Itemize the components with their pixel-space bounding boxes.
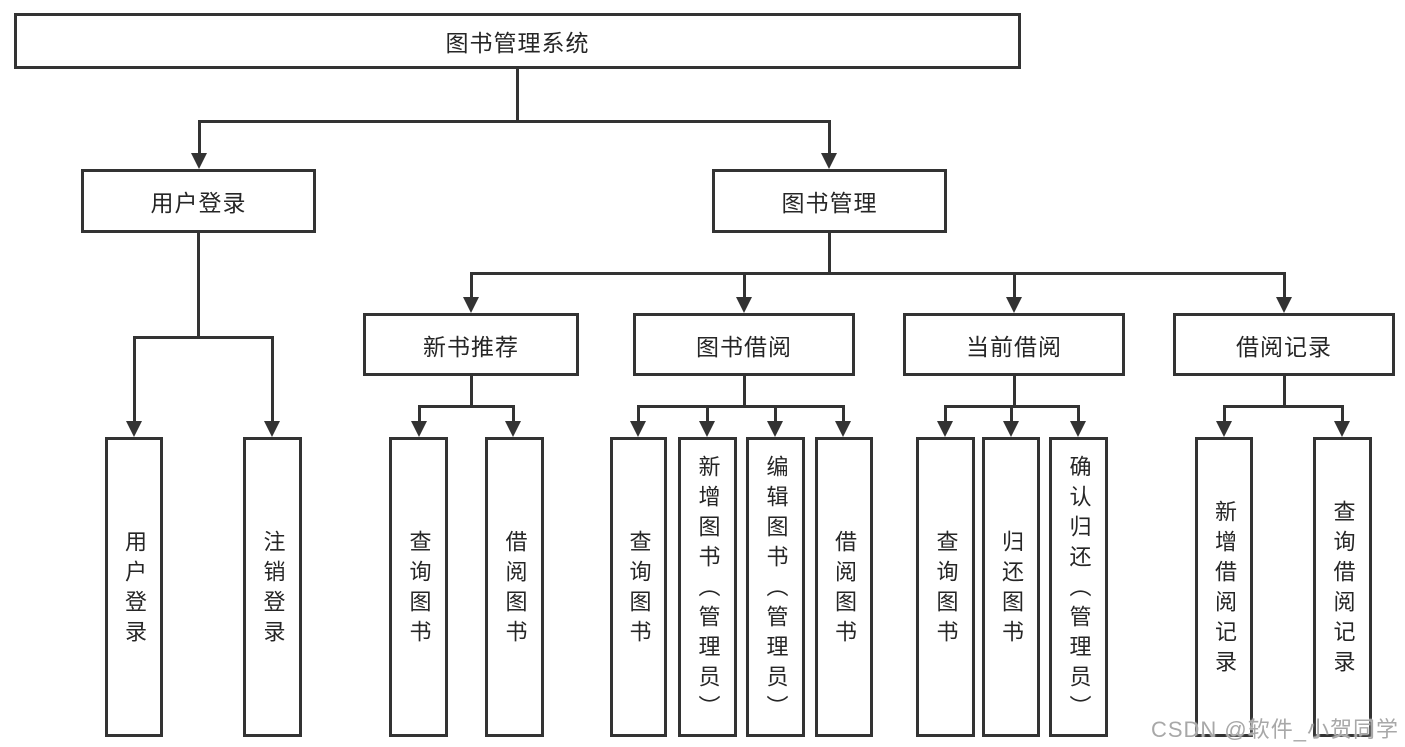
connector-group-stem — [1013, 376, 1016, 408]
connector-drop-leaf — [1223, 405, 1226, 423]
connector-group-stem — [1283, 376, 1286, 408]
arrow-down-icon — [1334, 421, 1350, 437]
node-current-borrow-label: 当前借阅 — [966, 333, 1062, 360]
leaf-label: 查询图书 — [406, 530, 432, 650]
arrow-down-icon — [835, 421, 851, 437]
leaf-label: 注销登录 — [260, 530, 286, 650]
connector-group-branch — [418, 405, 515, 408]
connector-group-branch — [637, 405, 845, 408]
node-borrow-records: 借阅记录 — [1173, 313, 1395, 376]
node-new-book-recommend: 新书推荐 — [363, 313, 579, 376]
connector-drop-leaf — [1010, 405, 1013, 423]
leaf-label: 编辑图书（管理员） — [763, 455, 789, 725]
connector-root-branch — [198, 120, 831, 123]
arrow-down-icon — [699, 421, 715, 437]
connector-drop-leaf — [706, 405, 709, 423]
connector-drop-leaf — [774, 405, 777, 423]
arrow-down-icon — [1070, 421, 1086, 437]
arrow-down-icon — [767, 421, 783, 437]
connector-drop-level3 — [743, 272, 746, 299]
leaf-label: 查询图书 — [626, 530, 652, 650]
leaf-label: 借阅图书 — [832, 530, 857, 650]
connector-drop-leaf — [133, 336, 136, 423]
connector-book-management-stem — [828, 233, 831, 275]
node-book-borrow-label: 图书借阅 — [696, 333, 792, 360]
connector-group-stem — [743, 376, 746, 408]
node-root: 图书管理系统 — [14, 13, 1021, 69]
connector-drop-leaf — [1341, 405, 1344, 423]
node-user-login: 用户登录 — [81, 169, 316, 233]
leaf-confirm-return-admin: 确认归还（管理员） — [1049, 437, 1108, 737]
leaf-user-login: 用户登录 — [105, 437, 163, 737]
leaf-add-borrow-record: 新增借阅记录 — [1195, 437, 1253, 737]
arrow-down-icon — [505, 421, 521, 437]
arrow-down-icon — [463, 297, 479, 313]
leaf-logout-login: 注销登录 — [243, 437, 302, 737]
leaf-query-books-recommend: 查询图书 — [389, 437, 448, 737]
connector-group-branch — [1223, 405, 1344, 408]
leaf-label: 确认归还（管理员） — [1066, 455, 1092, 725]
node-user-login-label: 用户登录 — [150, 190, 247, 216]
node-book-management: 图书管理 — [712, 169, 947, 233]
arrow-down-icon — [191, 153, 207, 169]
leaf-query-borrow-record: 查询借阅记录 — [1313, 437, 1372, 737]
leaf-query-books-borrow: 查询图书 — [610, 437, 667, 737]
leaf-label: 新增借阅记录 — [1212, 500, 1237, 680]
arrow-down-icon — [630, 421, 646, 437]
leaf-label: 借阅图书 — [502, 530, 528, 650]
arrow-down-icon — [1216, 421, 1232, 437]
arrow-down-icon — [411, 421, 427, 437]
connector-user-login-branch — [133, 336, 274, 339]
leaf-label: 用户登录 — [122, 530, 147, 650]
connector-group-stem — [470, 376, 473, 408]
arrow-down-icon — [821, 153, 837, 169]
connector-drop-leaf — [512, 405, 515, 423]
arrow-down-icon — [264, 421, 280, 437]
connector-drop-leaf — [944, 405, 947, 423]
leaf-label: 查询借阅记录 — [1330, 500, 1356, 680]
connector-drop-user-login — [198, 120, 201, 155]
arrow-down-icon — [1006, 297, 1022, 313]
leaf-add-books-admin: 新增图书（管理员） — [678, 437, 737, 737]
connector-root-stem — [516, 68, 519, 123]
node-borrow-records-label: 借阅记录 — [1236, 333, 1332, 360]
connector-drop-level3 — [1013, 272, 1016, 299]
connector-drop-leaf — [842, 405, 845, 423]
node-root-label: 图书管理系统 — [445, 30, 590, 56]
connector-drop-leaf — [1077, 405, 1080, 423]
leaf-return-books: 归还图书 — [982, 437, 1040, 737]
leaf-borrow-books: 借阅图书 — [815, 437, 873, 737]
arrow-down-icon — [126, 421, 142, 437]
arrow-down-icon — [736, 297, 752, 313]
arrow-down-icon — [937, 421, 953, 437]
arrow-down-icon — [1003, 421, 1019, 437]
connector-drop-level3 — [470, 272, 473, 299]
connector-drop-level3 — [1283, 272, 1286, 299]
connector-drop-leaf — [637, 405, 640, 423]
leaf-label: 查询图书 — [933, 530, 959, 650]
node-book-borrow: 图书借阅 — [633, 313, 855, 376]
connector-book-management-branch — [470, 272, 1285, 275]
node-current-borrow: 当前借阅 — [903, 313, 1125, 376]
node-book-management-label: 图书管理 — [781, 190, 878, 216]
arrow-down-icon — [1276, 297, 1292, 313]
connector-user-login-stem — [197, 233, 200, 339]
leaf-edit-books-admin: 编辑图书（管理员） — [746, 437, 805, 737]
connector-drop-leaf — [418, 405, 421, 423]
node-new-book-recommend-label: 新书推荐 — [423, 333, 519, 360]
csdn-watermark: CSDN @软件_小贺同学 — [1150, 717, 1399, 742]
connector-drop-leaf — [271, 336, 274, 423]
leaf-query-books-current: 查询图书 — [916, 437, 975, 737]
leaf-label: 归还图书 — [999, 530, 1024, 650]
connector-drop-book-management — [828, 120, 831, 155]
leaf-borrow-books-recommend: 借阅图书 — [485, 437, 544, 737]
leaf-label: 新增图书（管理员） — [695, 455, 721, 725]
